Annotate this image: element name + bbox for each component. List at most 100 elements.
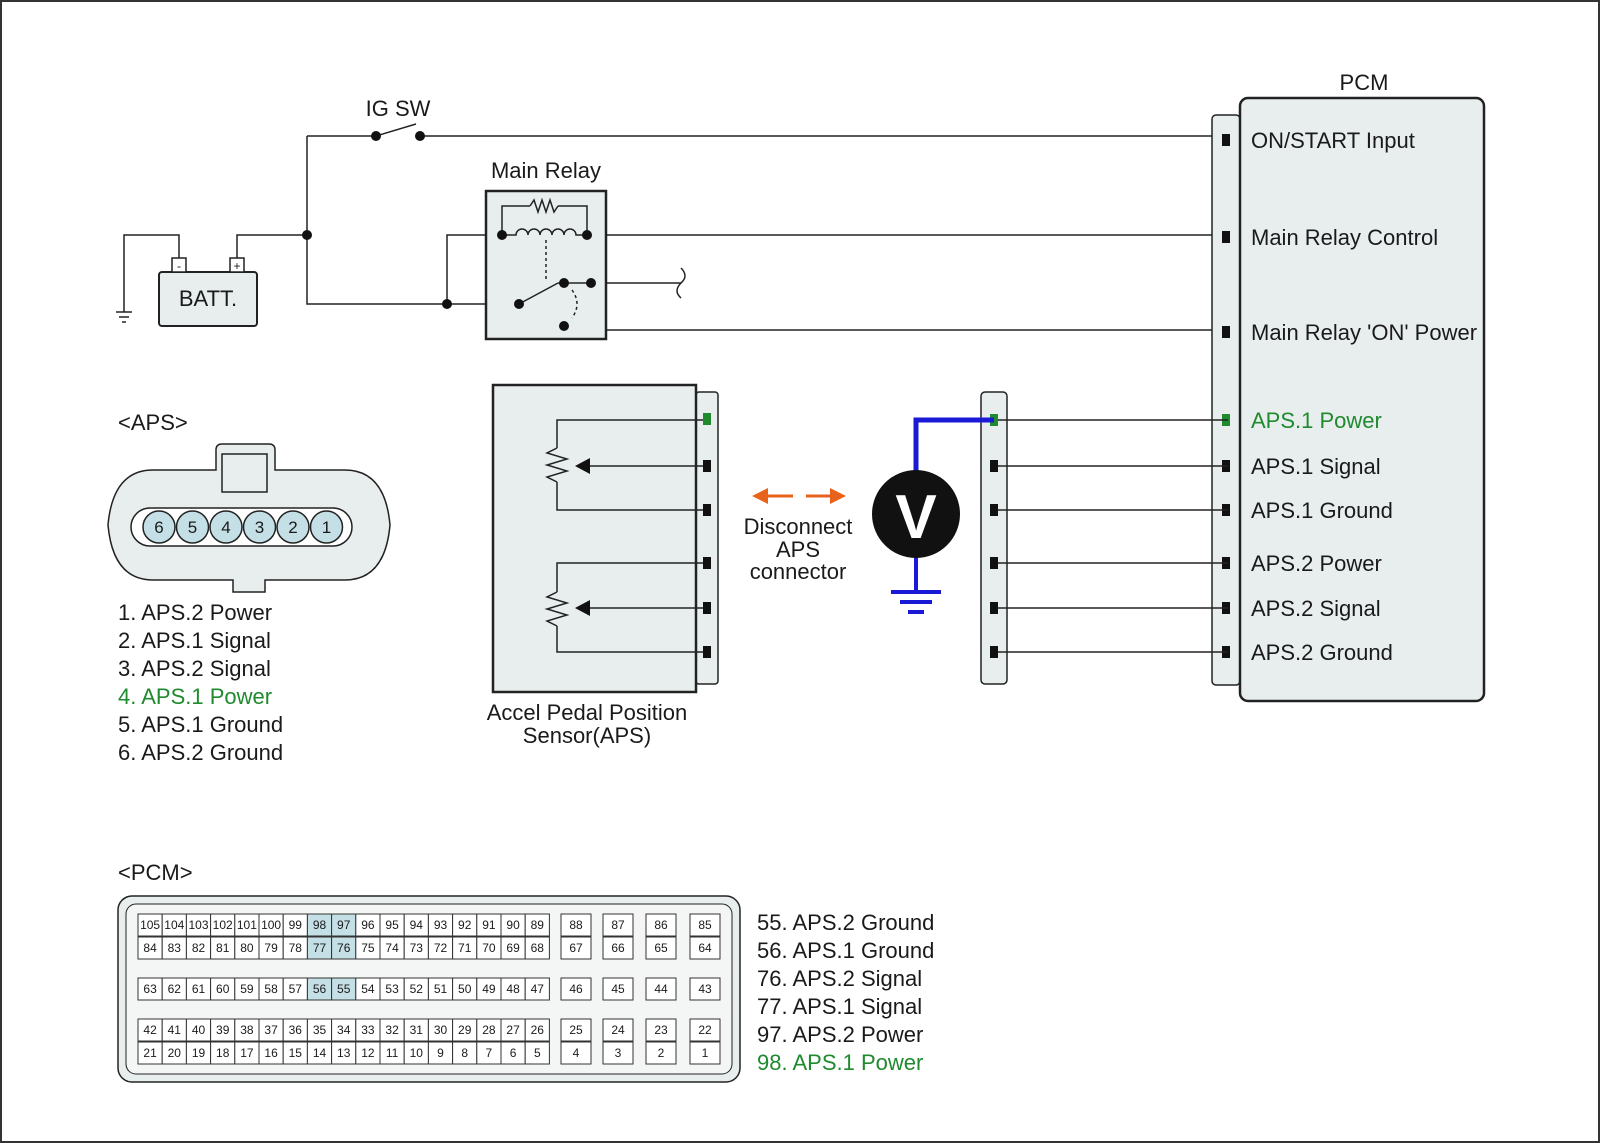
pcm-pin-number: 42 [143,1023,157,1037]
pcm-pin-number: 1 [702,1046,709,1060]
pcm-pin-cell [689,1041,721,1065]
pcm-pin-number: 41 [168,1023,182,1037]
aps-latch [221,453,268,493]
aps-pin-number: 1 [322,518,331,537]
pcm-pin-number: 57 [289,982,303,996]
pcm-pin-number: 56 [313,982,327,996]
pcm-pin-number: 45 [611,982,625,996]
pcm-pin-number: 80 [240,941,254,955]
pcm-pin-number: 29 [458,1023,472,1037]
pcm-pin-cell [602,977,634,1001]
pcm-pin-number: 37 [264,1023,278,1037]
pcm-pin-label: Main Relay 'ON' Power [1251,320,1477,345]
pcm-pin-number: 68 [531,941,545,955]
battery: - + BATT. [158,257,258,327]
main-relay: Main Relay [484,158,608,341]
ig-switch-label: IG SW [366,96,431,121]
battery-label: BATT. [179,286,237,311]
pcm-pin-number: 99 [289,918,303,932]
pcm-pin-number: 102 [213,918,233,932]
aps-legend-item: 4. APS.1 Power [118,684,272,709]
pcm-pin-cell [645,977,677,1001]
pcm-pin-cell [560,1018,592,1042]
pcm-pin-number: 70 [482,941,496,955]
pcm-pin-number: 89 [531,918,545,932]
pcm-pin-number: 92 [458,918,472,932]
pcm-pin-number: 15 [289,1046,303,1060]
pcm-pin-number: 64 [698,941,712,955]
pcm-pin-number: 104 [164,918,184,932]
pcm-pin-cell [689,936,721,960]
pcm-pin-number: 100 [261,918,281,932]
battery-minus-sign: - [177,259,181,273]
aps-pin [309,510,344,544]
pcm-pin-label: APS.2 Power [1251,551,1382,576]
aps-pin-number: 2 [288,518,297,537]
pcm-pin-number: 62 [168,982,182,996]
pcm-pin-number: 12 [361,1046,375,1060]
pcm-pin-number: 79 [264,941,278,955]
pcm-pin-number: 5 [534,1046,541,1060]
wire-nodes [302,131,452,309]
pcm-pin-number: 2 [658,1046,665,1060]
aps-legend-item: 1. APS.2 Power [118,600,272,625]
power-wiring [236,123,1212,331]
pcm-pin-number: 48 [506,982,520,996]
pcm-pin-number: 23 [654,1023,668,1037]
pcm-pin-number: 33 [361,1023,375,1037]
pcm-pin-cell [645,1041,677,1065]
pcm-pin-number: 25 [569,1023,583,1037]
aps-legend-item: 2. APS.1 Signal [118,628,271,653]
sensor-connector [695,391,719,685]
pcm-pin-number: 14 [313,1046,327,1060]
pcm-pin-number: 53 [385,982,399,996]
pcm-pin-number: 40 [192,1023,206,1037]
pcm-pin-number: 61 [192,982,206,996]
pcm-pin-number: 105 [140,918,160,932]
pcm-pin-label: Main Relay Control [1251,225,1438,250]
pcm-pin-number: 93 [434,918,448,932]
pcm-pin-label: APS.1 Signal [1251,454,1381,479]
pcm-pin-label: APS.2 Signal [1251,596,1381,621]
pcm-pin-number: 18 [216,1046,230,1060]
pcm-pin-cell [645,913,677,937]
pcm-pin-number: 49 [482,982,496,996]
battery-body [158,271,258,327]
pcm-pin-number: 98 [313,918,327,932]
pcm-pin-number: 75 [361,941,375,955]
pcm-pin-cell [645,1018,677,1042]
pcm-pin-number: 39 [216,1023,230,1037]
aps-pin-number: 5 [188,518,197,537]
pcm-pin-cell [689,1018,721,1042]
pcm-pin-cell [689,977,721,1001]
harness-wires [994,419,1228,653]
pcm-pin-number: 44 [654,982,668,996]
pcm-pin-cell [560,913,592,937]
sensor-pot2 [544,562,707,653]
pcm-pin-number: 97 [337,918,351,932]
battery-ground-wire [116,234,180,323]
pcm-pin-number: 95 [385,918,399,932]
sensor-label-line1: Accel Pedal Position [487,700,688,725]
pcm-pin-number: 19 [192,1046,206,1060]
pcm-pin-number: 7 [486,1046,493,1060]
pcm-pin-number: 55 [337,982,351,996]
pcm-pin-number: 10 [410,1046,424,1060]
sensor-body [491,383,698,694]
pcm-pin-label: APS.1 Power [1251,408,1382,433]
pcm-pin-number: 69 [506,941,520,955]
pcm-title: PCM [1340,70,1389,95]
pcm-pin-number: 52 [410,982,424,996]
sensor-pot2-wiper [575,600,590,616]
pcm-pin-number: 77 [313,941,327,955]
disconnect-line3: connector [750,559,847,584]
pcm-pin-number: 82 [192,941,206,955]
